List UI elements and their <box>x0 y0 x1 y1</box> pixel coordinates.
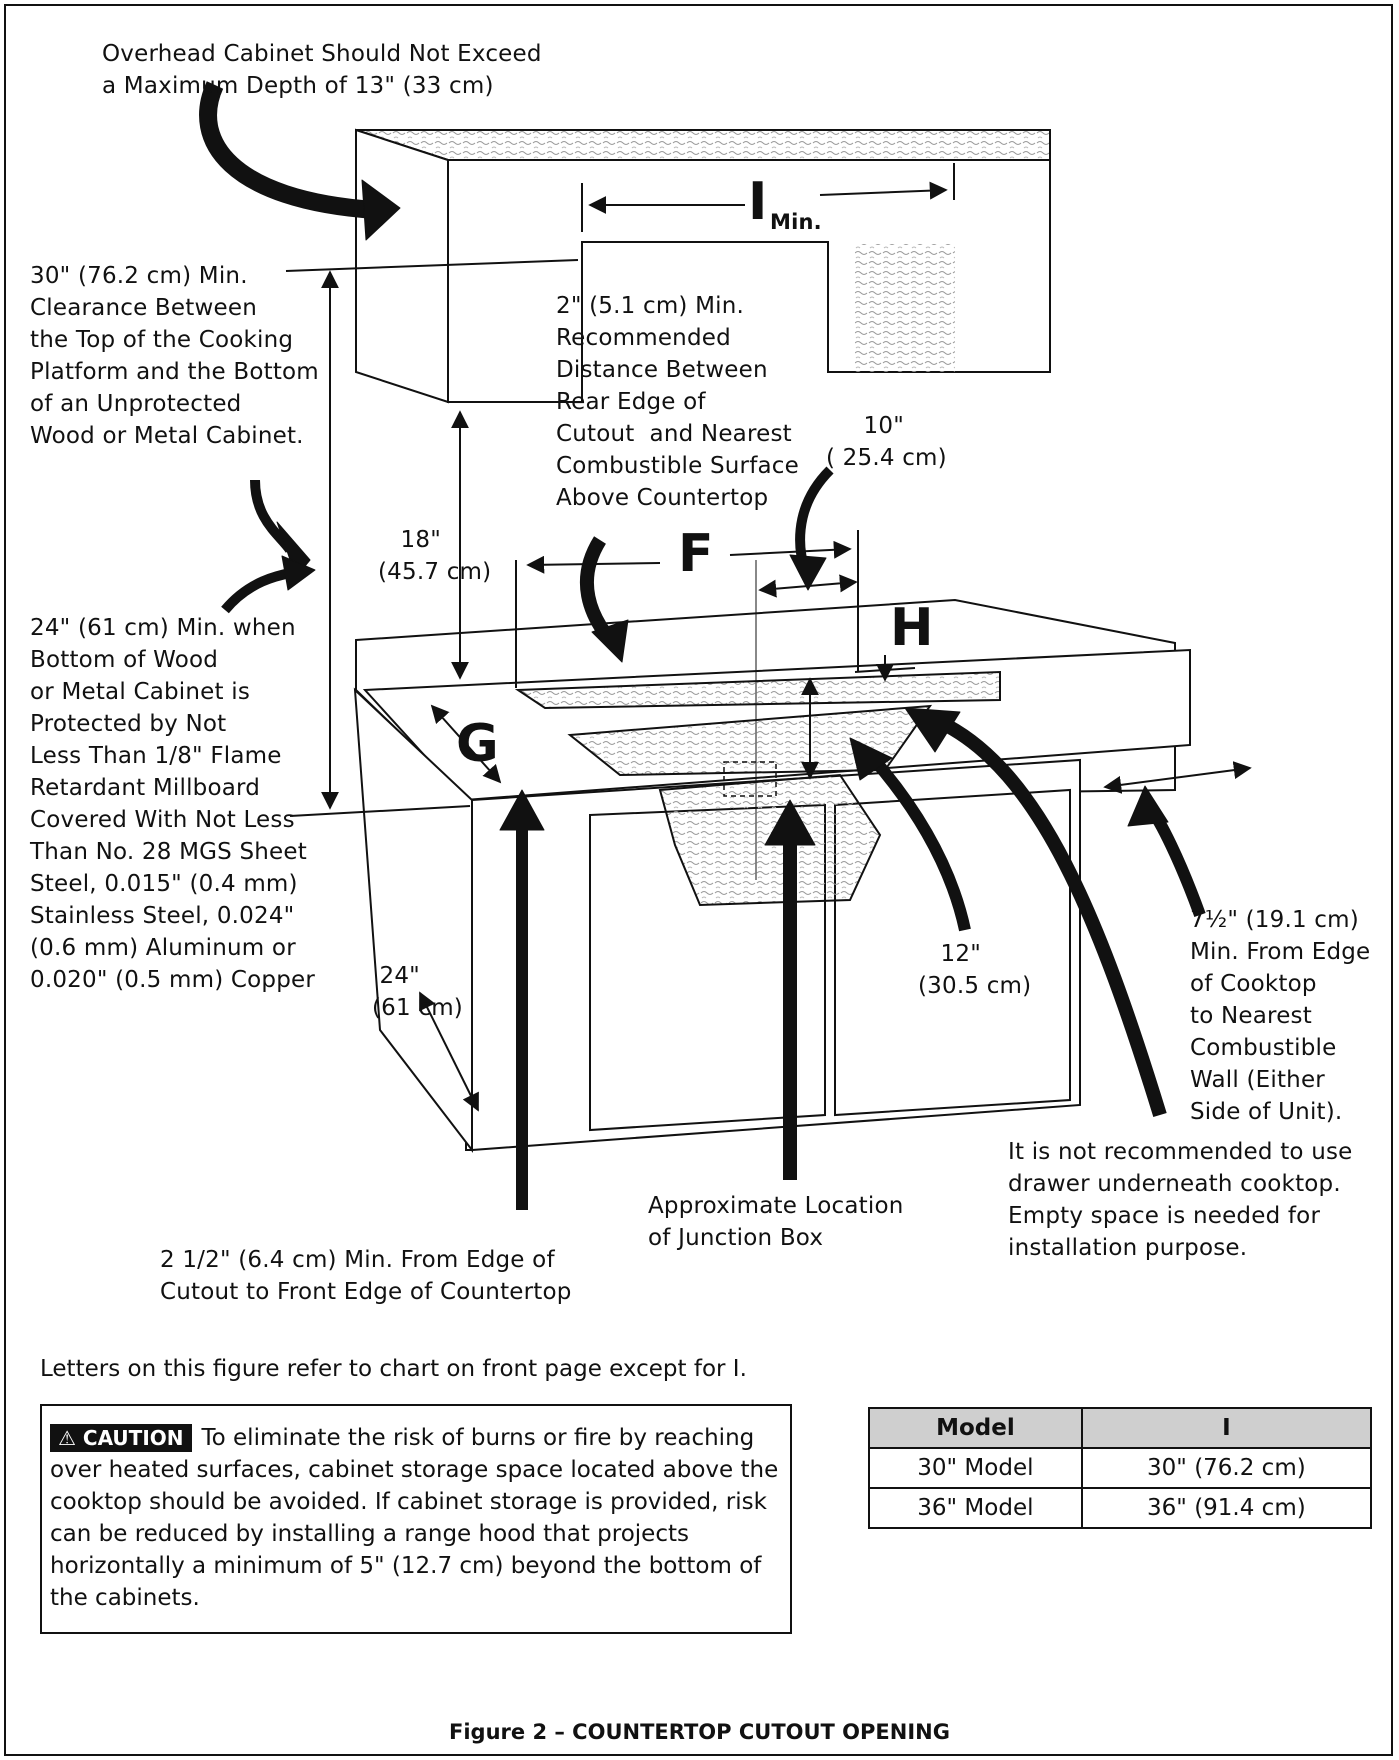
rear-distance-label: 2" (5.1 cm) Min. Recommended Distance Be… <box>556 293 799 511</box>
table-cell: 30" Model <box>868 1447 1083 1489</box>
table-row: 30" Model 30" (76.2 cm) <box>868 1447 1373 1489</box>
callout-arrows <box>199 81 1206 1210</box>
table-header-i: I <box>1080 1407 1373 1449</box>
front-edge-label: 2 1/2" (6.4 cm) Min. From Edge of Cutout… <box>160 1247 572 1305</box>
clearance-24-label: 24" (61 cm) Min. when Bottom of Wood or … <box>30 615 316 993</box>
model-table: Model I 30" Model 30" (76.2 cm) 36" Mode… <box>868 1407 1373 1529</box>
dimension-lines <box>285 259 1252 1112</box>
overhead-cabinet-label: Overhead Cabinet Should Not Exceed a Max… <box>102 41 542 99</box>
table-header-model: Model <box>868 1407 1083 1449</box>
table-cell: 36" (91.4 cm) <box>1080 1487 1373 1529</box>
cutout-diagram <box>199 81 1252 1210</box>
junction-box-label: Approximate Location of Junction Box <box>648 1193 904 1251</box>
letter-f: F <box>678 524 714 584</box>
side-wall-label: 7½" (19.1 cm) Min. From Edge of Cooktop … <box>1190 907 1371 1125</box>
caution-text: To eliminate the risk of burns or fire b… <box>50 1425 779 1611</box>
figure-note: Letters on this figure refer to chart on… <box>40 1356 747 1382</box>
table-header-row: Model I <box>868 1407 1373 1449</box>
clearance-30-label: 30" (76.2 cm) Min. Clearance Between the… <box>30 263 319 449</box>
letter-i: I <box>748 172 768 232</box>
table-row: 36" Model 36" (91.4 cm) <box>868 1487 1373 1529</box>
i-min-dimension <box>581 163 955 232</box>
eighteen-inch-label: 18" (45.7 cm) <box>378 527 492 585</box>
caution-badge: ⚠ CAUTION <box>50 1424 192 1452</box>
table-cell: 30" (76.2 cm) <box>1080 1447 1373 1489</box>
letter-g: G <box>456 714 499 774</box>
drawer-note-label: It is not recommended to use drawer unde… <box>1008 1139 1353 1261</box>
junction-box-outline <box>723 761 777 797</box>
twelve-inch-label: 12" (30.5 cm) <box>918 941 1032 999</box>
ten-inch-label: 10" ( 25.4 cm) <box>826 413 947 471</box>
letter-h: H <box>890 598 934 658</box>
figure-caption: Figure 2 – COUNTERTOP CUTOUT OPENING <box>449 1720 950 1744</box>
twentyfour-inch-label: 24" (61 cm) <box>372 963 463 1021</box>
table-cell: 36" Model <box>868 1487 1083 1529</box>
page-frame <box>4 4 1393 1756</box>
min-subscript: Min. <box>770 210 822 234</box>
